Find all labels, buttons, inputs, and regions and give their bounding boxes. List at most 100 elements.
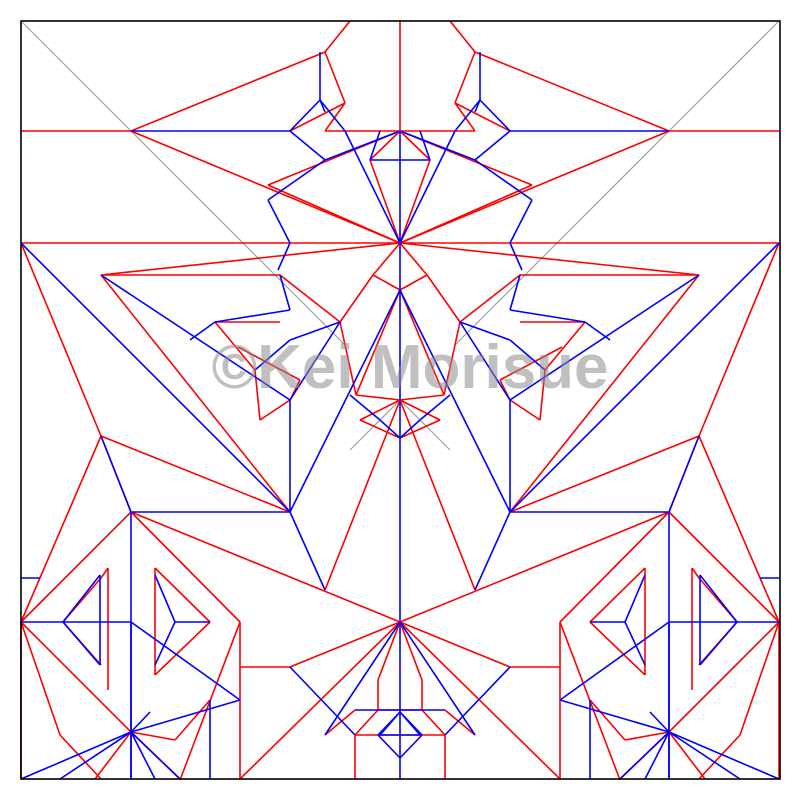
mountain-fold [544,321,586,371]
auxiliary-line [399,399,451,451]
valley-fold [289,99,321,132]
mountain-fold [214,321,256,371]
mountain-fold [426,274,461,323]
mountain-fold [399,242,428,276]
valley-fold [509,242,780,513]
valley-fold [624,574,646,623]
valley-fold [289,321,341,401]
mountain-fold [20,511,132,623]
valley-fold [399,711,421,736]
valley-fold [479,99,511,132]
valley-fold [62,574,101,623]
valley-fold [130,731,156,780]
valley-fold [399,130,476,161]
mountain-fold [698,734,741,780]
valley-fold [619,731,670,780]
valley-fold [509,274,521,311]
mountain-fold [454,102,476,132]
mountain-fold [239,621,401,780]
mountain-fold [324,399,401,591]
valley-fold [130,699,241,733]
mountain-fold [399,394,445,401]
valley-fold [344,130,401,244]
mountain-fold [267,184,401,244]
mountain-fold [279,274,341,323]
valley-fold [509,199,533,244]
valley-fold [399,419,421,439]
valley-fold [289,511,326,591]
valley-fold [289,130,326,161]
mountain-fold [739,621,780,736]
valley-fold [559,699,670,733]
mountain-fold [589,699,626,741]
watermark: ©Kei Morisue [211,333,608,402]
mountain-fold [130,731,176,741]
valley-fold [319,99,346,132]
valley-fold [379,419,401,439]
mountain-fold [399,242,700,276]
mountain-fold [20,242,102,437]
mountain-fold [399,399,441,421]
valley-fold [349,394,381,421]
mountain-fold [509,399,541,421]
mountain-fold [100,242,401,276]
mountain-fold [369,159,401,244]
mountain-fold [509,435,700,513]
valley-fold [399,734,423,759]
auxiliary-lines [20,20,780,451]
mountain-fold [668,621,780,733]
mountain-fold [355,394,401,401]
mountain-fold [459,274,521,323]
valley-fold [100,274,291,401]
valley-fold [130,731,181,780]
mountain-fold [698,242,780,437]
mountain-fold [130,130,401,244]
mountain-fold [454,51,476,104]
mountain-fold [355,289,401,396]
mountain-fold [94,731,132,780]
valley-fold [649,711,670,733]
mountain-fold [399,289,445,396]
valley-fold [399,130,456,244]
mountain-fold [559,511,670,623]
mountain-fold [324,102,346,132]
mountain-fold [444,709,476,736]
mountain-fold [399,419,441,439]
valley-fold [474,511,511,591]
valley-fold [214,309,291,323]
valley-fold [509,274,700,401]
valley-fold [474,130,511,161]
valley-fold [699,574,738,623]
mountain-fold [324,51,346,104]
mountain-fold [259,399,291,421]
mountain-fold [399,621,511,668]
valley-fold [20,731,132,780]
mountain-fold [100,567,109,579]
valley-fold [399,289,511,513]
mountain-fold [698,435,780,623]
mountain-fold [589,621,646,676]
mountain-fold [449,20,476,53]
mountain-fold [668,511,780,623]
mountain-fold [20,621,132,733]
mountain-fold [289,102,346,132]
valley-fold [277,242,291,271]
mountain-fold [454,102,511,132]
mountain-fold [20,435,102,623]
valley-fold [267,199,291,244]
auxiliary-line [454,20,780,346]
auxiliary-line [349,399,401,451]
valley-fold [624,621,646,666]
valley-fold [459,321,511,401]
valley-fold [444,666,511,736]
mountain-fold [474,51,670,132]
valley-fold [379,711,401,736]
valley-fold [399,621,476,736]
mountain-fold [130,511,401,623]
valley-fold [668,731,780,780]
mountain-fold [339,274,374,323]
mountain-fold [130,511,241,623]
valley-fold [267,159,326,201]
mountain-fold [359,419,401,439]
valley-fold [369,130,381,161]
